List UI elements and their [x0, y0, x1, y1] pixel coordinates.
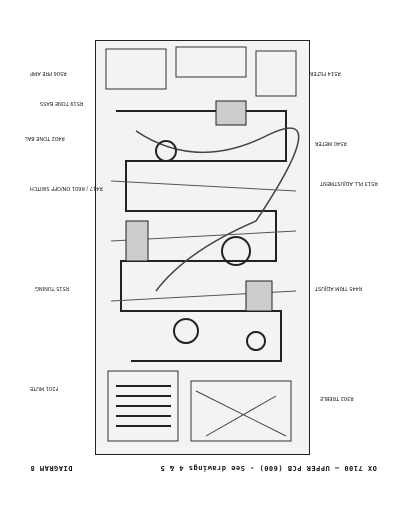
label-r515: R515 TUNING: [35, 285, 70, 291]
label-r445: R445 TRIM ADJUST: [315, 285, 363, 291]
label-r519: R519 TONE BASS: [40, 100, 84, 106]
label-f201: F201 MUTE: [30, 385, 59, 391]
footer-diagram-title: DIAGRAM 8: [30, 464, 73, 472]
label-r540: R540 METER: [315, 140, 347, 146]
pcb-trace-artwork: [105, 46, 300, 442]
label-r513: R513 PLL ADJUSTMENT: [320, 180, 378, 186]
pcb-board: [95, 40, 310, 455]
label-r402: R402 TONE BAL: [25, 135, 65, 141]
label-r417: R417 / R601 ON/OFF SWITCH: [30, 185, 103, 191]
label-r506: R506 PRE AMP: [30, 70, 67, 76]
label-r302: R302 TREBLE: [320, 395, 354, 401]
footer-caption: OX 7100 — UPPER PCB (600) - See drawings…: [160, 464, 377, 472]
label-r514: R514 FILTER: [310, 70, 341, 76]
